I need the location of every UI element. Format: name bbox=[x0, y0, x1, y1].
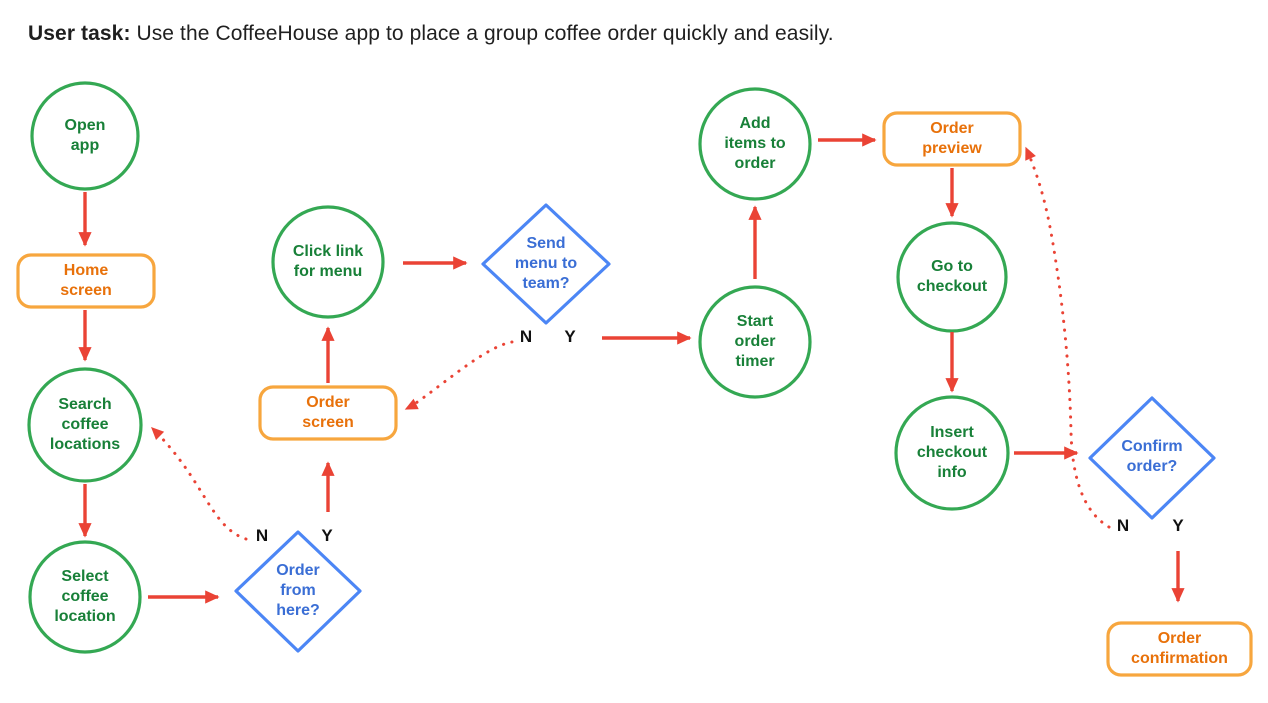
node-order-screen-shape bbox=[258, 385, 398, 441]
node-insert-checkout-info-shape bbox=[894, 395, 1010, 511]
node-search-coffee-locations-shape bbox=[27, 367, 143, 483]
node-click-link-for-menu-shape bbox=[271, 205, 385, 319]
node-confirm-order-shape bbox=[1088, 396, 1216, 520]
user-task-title: User task:Use the CoffeeHouse app to pla… bbox=[28, 22, 834, 46]
node-add-items-to-order-shape bbox=[698, 87, 812, 201]
node-order-from-here-shape bbox=[234, 530, 362, 653]
dotted-arrow-confirm-order-no-to-order-preview bbox=[1024, 146, 1111, 529]
node-send-menu-to-team-shape bbox=[481, 203, 611, 325]
node-home-screen-shape bbox=[16, 253, 156, 309]
user-task-title-text: Use the CoffeeHouse app to place a group… bbox=[136, 22, 834, 45]
user-task-title-prefix: User task: bbox=[28, 22, 131, 45]
node-go-to-checkout-shape bbox=[896, 221, 1008, 333]
node-start-order-timer-shape bbox=[698, 285, 812, 399]
node-select-coffee-location-shape bbox=[28, 540, 142, 654]
node-order-preview-shape bbox=[882, 111, 1022, 167]
dotted-arrow-send-menu-no-to-order-screen bbox=[404, 340, 514, 411]
node-open-app-shape bbox=[30, 81, 140, 191]
dotted-arrow-order-from-here-no-to-search bbox=[150, 426, 248, 541]
node-order-confirmation-shape bbox=[1106, 621, 1253, 677]
